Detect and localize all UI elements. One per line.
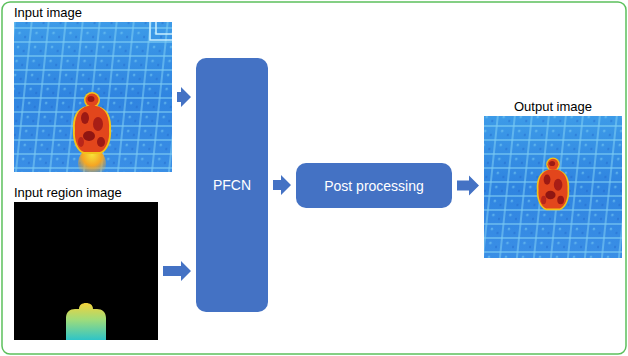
- image-caption: Input region image: [14, 184, 158, 202]
- thermal-image: [14, 22, 172, 172]
- box-label: Post processing: [324, 178, 424, 194]
- block-arrow: [177, 87, 191, 107]
- image-caption: Output image: [484, 98, 622, 116]
- process-box: PFCN: [196, 58, 268, 312]
- image-frame: [14, 22, 172, 172]
- box-label: PFCN: [213, 177, 251, 193]
- image-panel: Output image: [484, 98, 622, 258]
- block-arrow: [457, 176, 479, 196]
- region-mask-image: [14, 202, 158, 340]
- image-panel: Input region image: [14, 184, 158, 340]
- thermal-image: [484, 116, 622, 258]
- image-caption: Input image: [14, 4, 172, 22]
- image-frame: [14, 202, 158, 340]
- block-arrow: [273, 175, 291, 195]
- block-arrow: [163, 261, 191, 281]
- process-box: Post processing: [296, 163, 452, 208]
- image-frame: [484, 116, 622, 258]
- image-panel: Input image: [14, 4, 172, 172]
